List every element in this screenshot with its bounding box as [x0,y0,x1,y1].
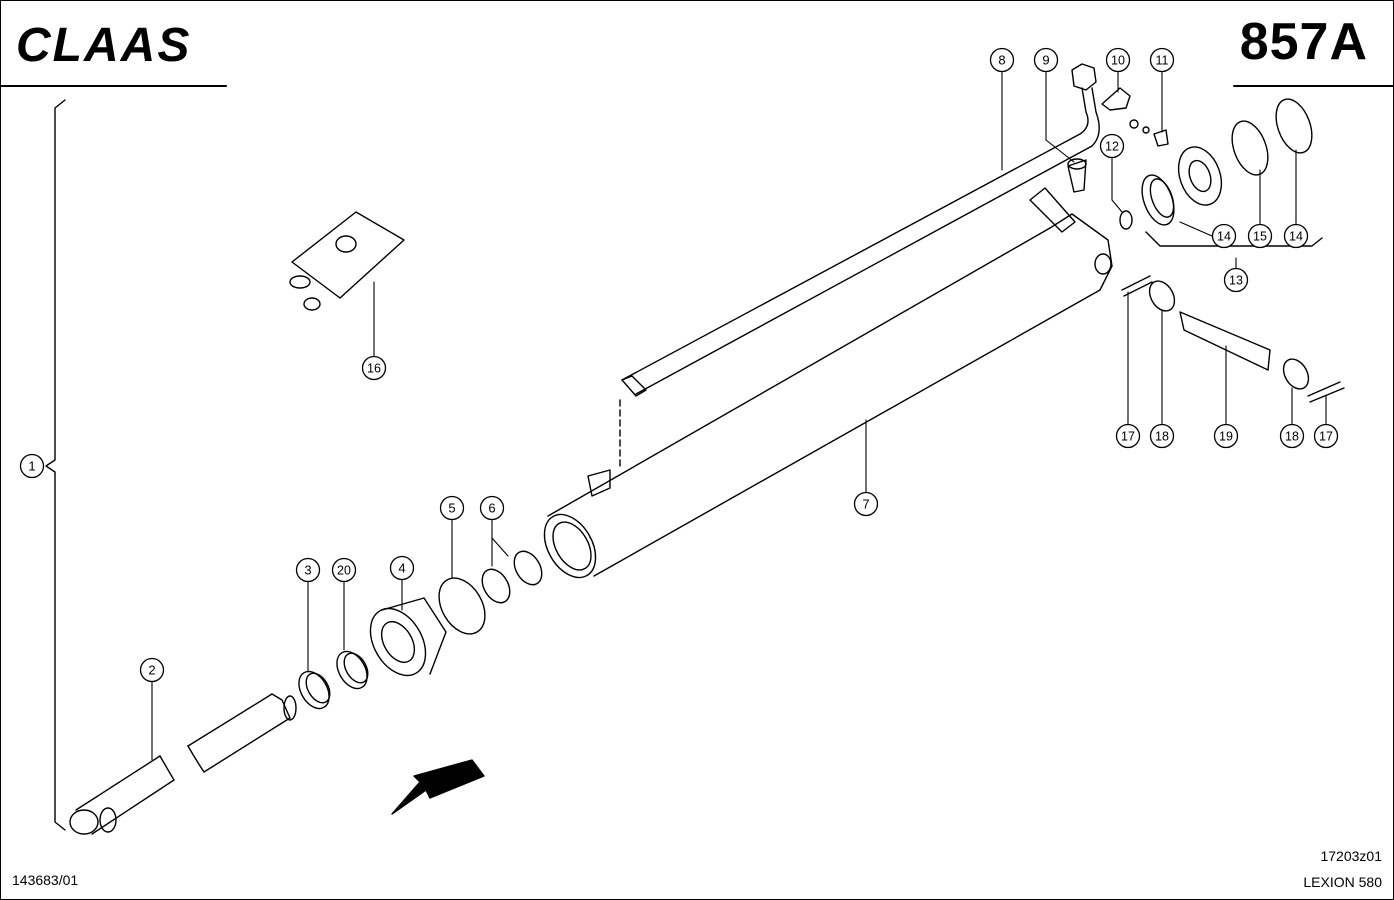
callout-label-11: 11 [1156,54,1169,68]
seal-12 [1119,210,1133,230]
callout-label-2: 2 [148,663,155,678]
ring-20 [336,650,369,690]
bracket-assembly [45,99,66,831]
callout-circle [1213,423,1239,449]
callout-circle [439,495,465,521]
ring-3 [298,670,331,710]
callout-circle [1223,267,1249,293]
callout-circle [853,491,879,517]
callout-circle [361,355,387,381]
callout-circle [1211,223,1237,249]
callout-label-12: 12 [1105,140,1119,154]
callout-label-17: 17 [1319,430,1333,444]
callout-circle [389,555,415,581]
callout-circle [19,453,45,479]
callout-label-17: 17 [1121,430,1135,444]
callout-label-14: 14 [1217,230,1231,244]
cylinder-tube [543,187,1113,579]
seal-kit-16 [289,211,405,311]
callout-label-18: 18 [1155,430,1169,444]
callout-circle [1247,223,1273,249]
leader-lines [151,71,1327,761]
piston-rod [69,693,297,835]
callout-label-15: 15 [1253,230,1267,244]
page-number: 857A [1239,13,1368,71]
callout-circle [1105,47,1131,73]
callout-circle [1099,133,1125,159]
callout-label-16: 16 [367,362,381,376]
rings-6 [481,550,543,604]
callout-circle [1115,423,1141,449]
callout-circle [1149,423,1175,449]
callout-label-18: 18 [1285,430,1299,444]
callout-label-13: 13 [1229,274,1243,288]
callout-label-19: 19 [1219,430,1233,444]
callout-circle [989,47,1015,73]
document-number: 143683/01 [12,872,79,888]
callout-circle [1283,223,1309,249]
callout-label-14: 14 [1289,230,1303,244]
piston-13 [1141,98,1323,247]
callout-label-8: 8 [998,53,1005,68]
pin-assembly [1121,275,1345,403]
model-name: LEXION 580 [1303,874,1382,890]
callout-circle [331,557,357,583]
fitting-9 [1067,158,1087,193]
guide-bushing [369,597,447,677]
callout-circle [1149,47,1175,73]
o-ring-5 [438,577,486,635]
callout-label-9: 9 [1042,53,1049,68]
callout-label-6: 6 [488,501,495,516]
hydraulic-line [619,63,1100,471]
callout-label-10: 10 [1111,54,1125,68]
callout-label-20: 20 [337,564,351,578]
callout-label-4: 4 [398,561,405,576]
brand-text: CLAAS [16,19,191,68]
callout-circle [139,657,165,683]
drawing-code: 17203z01 [1320,848,1382,864]
callout-circle [295,557,321,583]
callout-circle [1313,423,1339,449]
callout-label-3: 3 [304,563,311,578]
callout-circle [479,495,505,521]
callout-circle [1279,423,1305,449]
callout-label-5: 5 [448,501,455,516]
claas-logo: CLAAS [16,19,191,68]
callout-circle [1033,47,1059,73]
callout-label-1: 1 [28,459,35,474]
direction-arrow [391,759,485,815]
callout-label-7: 7 [862,497,869,512]
